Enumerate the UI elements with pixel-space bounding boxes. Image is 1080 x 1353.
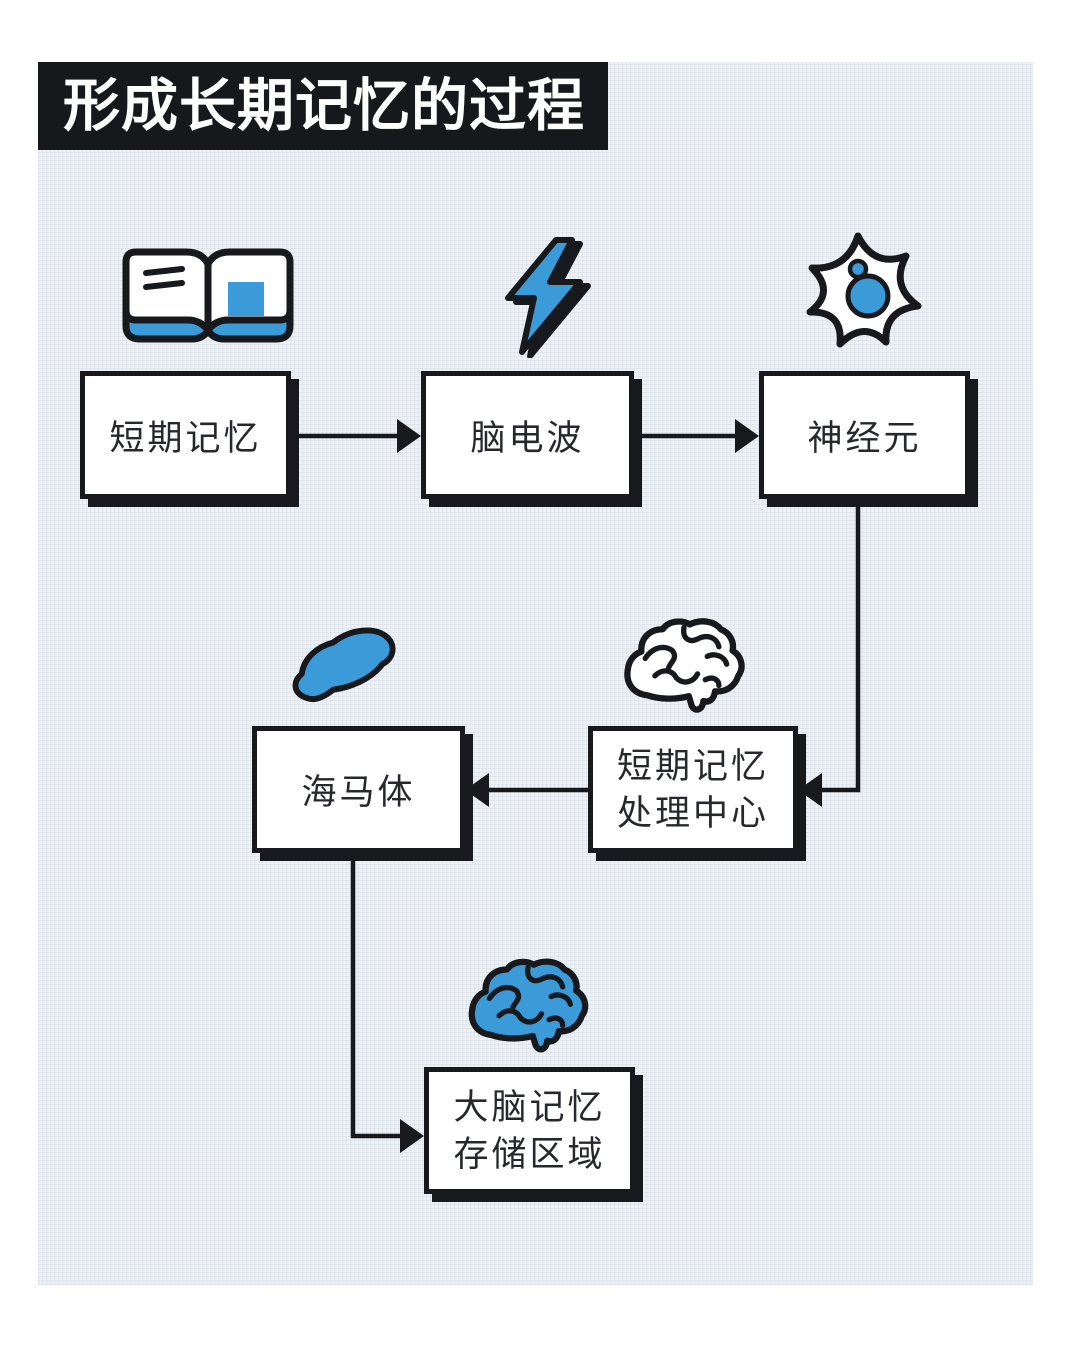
node-label: 短期记忆 bbox=[109, 418, 262, 458]
node-label-line: 处理中心 bbox=[616, 793, 769, 833]
node-label: 脑电波 bbox=[470, 418, 585, 458]
flow-node-brain-waves: 脑电波 bbox=[421, 371, 634, 499]
lightning-bolt-icon bbox=[505, 237, 591, 358]
flow-node-neuron: 神经元 bbox=[759, 371, 970, 499]
flow-node-stm-processing-center: 短期记忆 处理中心 bbox=[588, 726, 798, 853]
edge-brainwaves-to-neuron bbox=[634, 419, 759, 453]
flow-node-hippocampus: 海马体 bbox=[252, 726, 465, 853]
edge-hippocampus-to-storage bbox=[350, 853, 424, 1153]
node-label: 神经元 bbox=[807, 418, 922, 458]
edge-stm-to-brainwaves bbox=[291, 419, 421, 453]
brain-outline-icon bbox=[624, 618, 745, 713]
neuron-cell-icon bbox=[806, 232, 922, 348]
edge-processing-center-to-hippocampus bbox=[465, 773, 588, 807]
flow-node-short-term-memory: 短期记忆 bbox=[80, 371, 291, 499]
node-label: 海马体 bbox=[301, 773, 416, 812]
edge-neuron-to-processing-center bbox=[798, 499, 861, 807]
node-label-line: 短期记忆 bbox=[616, 746, 769, 786]
brain-blue-icon bbox=[468, 958, 589, 1053]
page-title: 形成长期记忆的过程 bbox=[38, 62, 608, 150]
open-book-icon bbox=[122, 248, 294, 343]
hippocampus-icon bbox=[292, 627, 396, 703]
node-label-line: 存储区域 bbox=[453, 1134, 606, 1174]
node-label-line: 大脑记忆 bbox=[453, 1087, 606, 1127]
flow-node-brain-memory-storage: 大脑记忆 存储区域 bbox=[424, 1067, 635, 1194]
